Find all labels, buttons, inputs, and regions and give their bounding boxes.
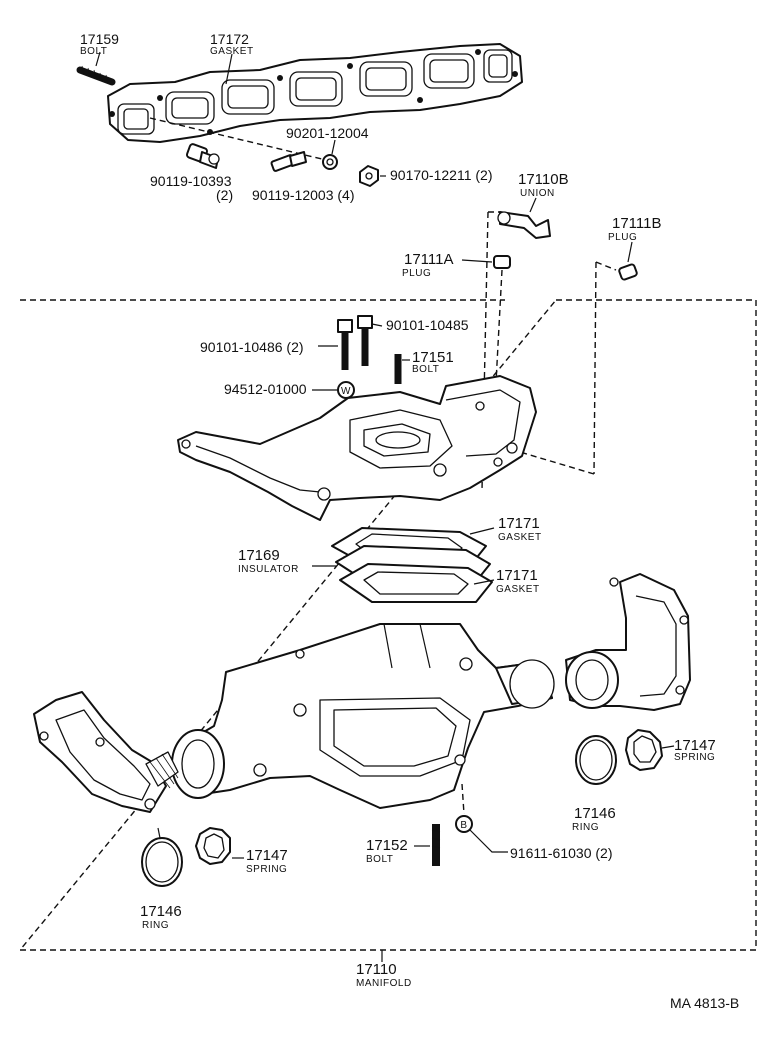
- label-17151-name: BOLT: [412, 364, 439, 375]
- union-17110B: [497, 211, 551, 239]
- label-17146a-number: 17146: [140, 903, 182, 920]
- label-94512-number: 94512-01000: [224, 381, 307, 397]
- label-90101a-number: 90101-10485: [386, 317, 469, 333]
- plug-17111A: [493, 255, 511, 269]
- label-17111A-name: PLUG: [402, 268, 431, 279]
- label-90119a-number: 90119-10393: [150, 173, 232, 189]
- label-17146b-name: RING: [572, 822, 599, 833]
- label-17146b-number: 17146: [574, 805, 616, 822]
- label-17171a-number: 17171: [498, 515, 540, 532]
- label-90119b-number: 90119-12003 (4): [252, 187, 354, 203]
- stud-bolt-17152: [431, 824, 441, 866]
- label-17111B-name: PLUG: [608, 232, 637, 243]
- spring-17147-left: [195, 827, 231, 865]
- label-17147a-name: SPRING: [246, 864, 287, 875]
- label-17159-number: 17159: [80, 31, 119, 47]
- spring-17147-right: [625, 729, 663, 771]
- ring-17146-right: [575, 735, 617, 785]
- bolt-90119-12003: [270, 151, 307, 172]
- right-exhaust-elbow: [565, 573, 691, 711]
- diagram-code: MA 4813-B: [670, 995, 739, 1011]
- nut-marker-b: B: [455, 815, 473, 833]
- label-17152-name: BOLT: [366, 854, 393, 865]
- plug-17111B: [618, 263, 638, 281]
- label-17111A-number: 17111A: [404, 251, 454, 268]
- label-17110-number: 17110: [356, 961, 397, 978]
- marker-w-text: W: [341, 386, 351, 397]
- label-17110B-number: 17110B: [518, 171, 569, 188]
- label-17111B-number: 17111B: [612, 215, 662, 232]
- label-90201-number: 90201-12004: [286, 125, 369, 141]
- label-17169-number: 17169: [238, 547, 280, 564]
- label-17110B-name: UNION: [520, 188, 555, 199]
- label-90170-number: 90170-12211 (2): [390, 167, 492, 183]
- label-17171b-name: GASKET: [496, 584, 540, 595]
- label-17147b-name: SPRING: [674, 752, 715, 763]
- bolt-90119-10393: [185, 143, 220, 169]
- bolts-90101: [337, 315, 373, 370]
- label-17159-name: BOLT: [80, 46, 107, 57]
- label-91611-number: 91611-61030 (2): [510, 845, 612, 861]
- manifold-assembly-boundary: [18, 299, 757, 951]
- label-17172-name: GASKET: [210, 46, 254, 57]
- ring-17146-left: [141, 837, 183, 887]
- upper-intake-manifold: [177, 375, 537, 521]
- washer-90201-12004: [322, 154, 338, 170]
- stud-bolt-17159: [76, 65, 116, 86]
- label-90101b-number: 90101-10486 (2): [200, 339, 304, 355]
- label-17110-name: MANIFOLD: [356, 978, 412, 989]
- marker-b-text: B: [460, 820, 467, 831]
- label-17147b-number: 17147: [674, 737, 716, 754]
- label-17146a-name: RING: [142, 920, 169, 931]
- label-17152-number: 17152: [366, 837, 408, 854]
- left-exhaust-elbow: [33, 691, 179, 813]
- washer-marker-w: W: [337, 381, 355, 399]
- label-17169-name: INSULATOR: [238, 564, 299, 575]
- label-17151-number: 17151: [412, 349, 454, 366]
- label-17171b-number: 17171: [496, 567, 538, 584]
- lower-exhaust-manifold: [171, 623, 555, 809]
- label-17171a-name: GASKET: [498, 532, 542, 543]
- label-17147a-number: 17147: [246, 847, 288, 864]
- label-90119a-qty: (2): [216, 187, 233, 203]
- exhaust-gasket-17172: [107, 43, 523, 143]
- nut-90170-12211: [359, 165, 379, 187]
- label-17172-number: 17172: [210, 31, 249, 47]
- gasket-17171-lower: [339, 563, 493, 603]
